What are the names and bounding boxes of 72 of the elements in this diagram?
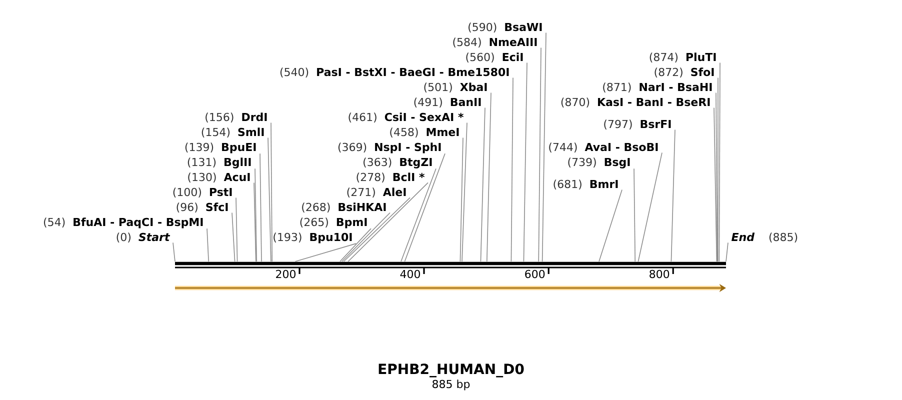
enzyme-label: (461) CsiI - SexAI * [348, 112, 464, 122]
leader-line [718, 62, 720, 262]
leader-line [634, 168, 636, 262]
enzyme-label: (369) NspI - SphI [338, 142, 441, 154]
leader-line [638, 152, 662, 262]
leader-line [236, 197, 238, 262]
map-start-label: (0) Start [116, 232, 170, 242]
leader-line [342, 212, 390, 262]
caption: 885 bp [432, 380, 470, 390]
enzyme-label: (271) AleI [347, 188, 406, 198]
leader-line [486, 92, 492, 262]
tick-label: 400 [400, 270, 420, 278]
leader-line [462, 122, 468, 262]
leader-line [254, 182, 256, 262]
enzyme-label: (797) BsrFI [604, 120, 671, 130]
leader-line [538, 47, 542, 262]
leader-line [172, 242, 176, 262]
leader-line [510, 77, 514, 262]
enzyme-label: (739) BsgI [568, 158, 630, 168]
enzyme-label: (874) PluTI [650, 52, 716, 62]
leader-line [400, 168, 436, 262]
tick-label: 600 [525, 270, 545, 278]
tick-label: 800 [650, 270, 670, 278]
enzyme-label: (156) DrdI [206, 112, 267, 122]
enzyme-label: (100) PstI [173, 188, 232, 198]
enzyme-label: (870) KasI - BanI - BseRI [561, 98, 710, 108]
leader-line [270, 122, 272, 262]
enzyme-label: (744) AvaI - BsoBI [549, 142, 658, 152]
tick-label: 200 [276, 270, 296, 278]
enzyme-label: (131) BglII [188, 158, 251, 168]
enzyme-label: (363) BtgZI [364, 158, 432, 168]
enzyme-label: (458) MmeI [390, 128, 459, 138]
enzyme-label: (681) BmrI [554, 180, 618, 190]
leader-line [260, 153, 262, 262]
enzyme-label: (590) BsaWI [468, 22, 542, 32]
leader-line [598, 189, 622, 262]
leader-line [716, 92, 718, 262]
enzyme-label: (130) AcuI [188, 172, 250, 182]
leader-line [232, 212, 236, 262]
enzyme-label: (193) Bpu10I [274, 232, 352, 244]
enzyme-label: (278) BclI * [356, 172, 425, 182]
leader-line [480, 107, 486, 262]
leader-line [726, 242, 728, 262]
leader-line [404, 153, 446, 262]
leader-line [460, 137, 464, 262]
sequence-map [175, 262, 726, 268]
leader-line [343, 197, 410, 262]
leader-line [254, 168, 257, 262]
enzyme-label: (584) NmeAIII [453, 38, 537, 48]
enzyme-label: (872) SfoI [654, 68, 714, 78]
enzyme-label: (96) SfcI [176, 202, 228, 212]
enzyme-label: (560) EciI [466, 52, 523, 62]
title: EPHB2_HUMAN_D0 [378, 364, 524, 378]
leader-line [523, 62, 528, 262]
enzyme-label: (54) BfuAI - PaqCI - BspMI [44, 218, 203, 228]
enzyme-label: (501) XbaI [424, 82, 487, 92]
enzyme-label: (871) NarI - BsaHI [603, 82, 712, 92]
leader-line [206, 228, 209, 262]
enzyme-label: (139) BpuEI [185, 142, 256, 154]
leader-line [348, 182, 428, 262]
enzyme-label: (491) BanII [414, 98, 481, 108]
leader-line [340, 228, 372, 262]
map-end-label: End (885) [732, 232, 798, 242]
leader-line [294, 243, 356, 262]
leader-line [268, 137, 272, 262]
leader-line [542, 32, 546, 262]
enzyme-label: (540) PasI - BstXI - BaeGI - Bme1580I [280, 68, 509, 78]
leader-line [670, 129, 676, 262]
enzyme-label: (265) BpmI [300, 218, 367, 228]
leader-line [714, 107, 718, 262]
enzyme-label: (154) SmlI [202, 128, 264, 138]
enzyme-label: (268) BsiHKAI [302, 202, 386, 212]
